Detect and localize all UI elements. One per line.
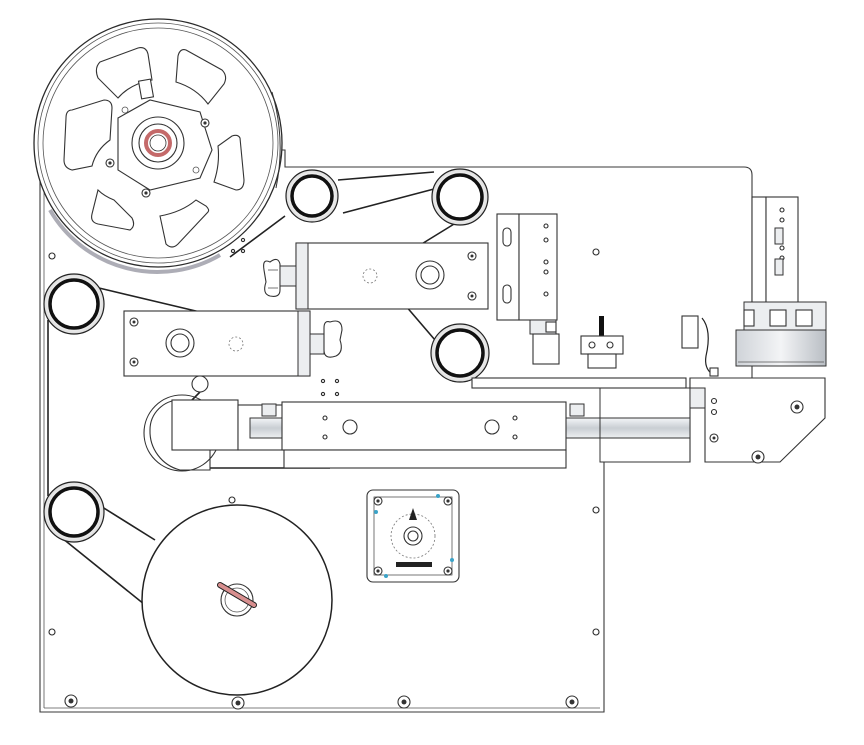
roll-icon bbox=[141, 504, 333, 696]
knob-icon[interactable] bbox=[309, 320, 343, 358]
stepper-motor-icon bbox=[366, 489, 460, 583]
upper-tension-arm bbox=[295, 242, 489, 310]
plate-holes bbox=[48, 237, 600, 636]
guide-roller-top-right bbox=[431, 168, 489, 226]
hook-bracket bbox=[681, 315, 719, 377]
guide-roller-left-upper bbox=[43, 273, 105, 335]
supply-reel bbox=[33, 18, 283, 274]
sensor-icon bbox=[580, 316, 624, 369]
lower-tension-arm bbox=[123, 310, 311, 377]
applicator-tower bbox=[735, 196, 827, 367]
knob-icon[interactable] bbox=[263, 258, 297, 297]
dispensing-assembly bbox=[143, 377, 826, 472]
base-screws bbox=[64, 694, 579, 710]
sensor-bracket bbox=[496, 213, 560, 365]
guide-roller-middle bbox=[430, 323, 490, 383]
guide-roller-top-left bbox=[285, 169, 339, 223]
guide-roller-left-lower bbox=[43, 481, 105, 543]
